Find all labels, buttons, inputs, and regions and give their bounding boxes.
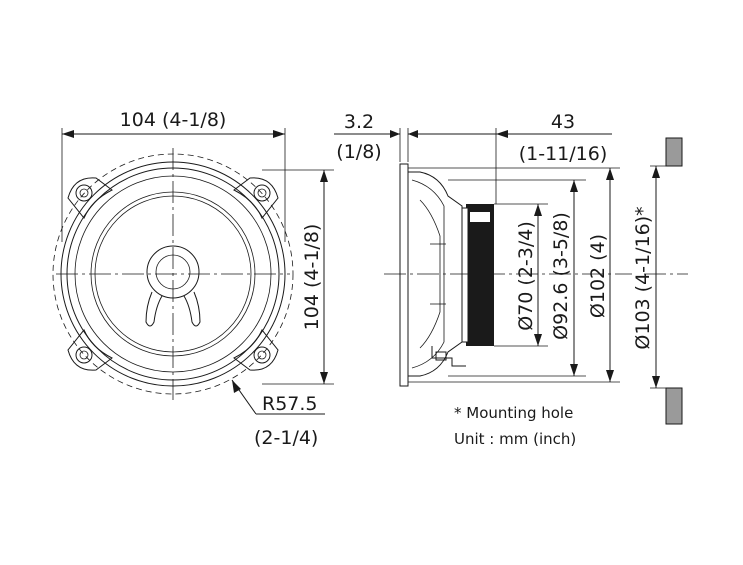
arrow-head	[570, 364, 578, 376]
mounting-tab-bottom-right	[233, 329, 279, 371]
depth-mm-label: 43	[551, 111, 575, 133]
basket-rib	[419, 199, 441, 349]
arrow-head	[232, 380, 241, 393]
arrow-head	[570, 180, 578, 192]
panel-lower	[665, 387, 683, 425]
magnet-dia-label: Ø70 (2-3/4)	[515, 221, 537, 331]
mounting-hole-dia-label: Ø103 (4-1/16)*	[632, 206, 654, 349]
arrow-head	[496, 130, 508, 138]
front-flange	[399, 163, 409, 387]
mounting-hole-note: * Mounting hole	[454, 404, 573, 422]
arrow-head	[62, 130, 74, 138]
flange-thickness-in-label: (1/8)	[336, 141, 381, 163]
basket-dia-label: Ø92.6 (3-5/8)	[550, 212, 572, 340]
mounting-panel: Ø103 (4-1/16)*	[632, 137, 688, 425]
mounting-tab-top-left	[67, 177, 113, 219]
panel-upper	[665, 137, 683, 167]
magnet	[466, 204, 494, 346]
arrow-head	[390, 130, 400, 138]
arrow-head	[652, 376, 660, 388]
unit-note: Unit : mm (inch)	[454, 430, 576, 448]
side-view: 3.2 (1/8) 43 (1-11/16) Ø70 (2-3/4)	[334, 111, 632, 387]
magnet-plate	[461, 207, 469, 343]
frame-dia-label: Ø102 (4)	[587, 234, 609, 318]
mounting-tab-top-right	[233, 177, 279, 219]
front-width-label: 104 (4-1/8)	[120, 109, 227, 131]
tweeter-leg-left	[145, 291, 163, 327]
arrow-head	[273, 130, 285, 138]
mounting-tab-bottom-left	[67, 329, 113, 371]
depth-in-label: (1-11/16)	[519, 143, 608, 165]
bolt-radius-mm-label: R57.5	[262, 393, 318, 415]
front-height-label: 104 (4-1/8)	[301, 224, 323, 331]
terminal-tab	[435, 351, 447, 361]
arrow-head	[320, 170, 328, 182]
arrow-head	[534, 334, 542, 346]
arrow-head	[534, 204, 542, 216]
terminal	[431, 346, 466, 367]
arrow-head	[320, 372, 328, 384]
magnet-band	[470, 212, 490, 222]
front-view: 104 (4-1/8) 104 (4-1/8)	[52, 109, 334, 449]
tweeter-leg-right	[183, 291, 201, 327]
bolt-radius-in-label: (2-1/4)	[254, 427, 318, 449]
arrow-head	[606, 168, 614, 180]
arrow-head	[606, 370, 614, 382]
arrow-head	[652, 166, 660, 178]
flange-thickness-mm-label: 3.2	[344, 111, 374, 133]
